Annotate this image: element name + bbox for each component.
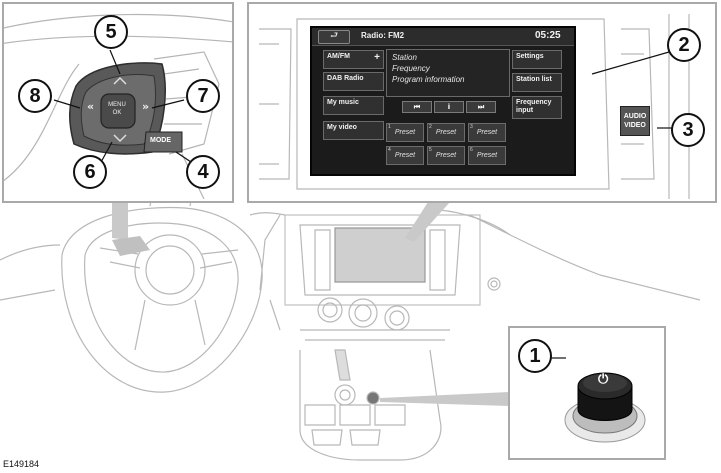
bezel-drawing [259, 14, 690, 199]
power-knob-panel: ⏻ [508, 326, 666, 460]
callout-5: 5 [94, 15, 128, 49]
screen-header [312, 28, 574, 46]
menu-label: MENU [108, 102, 126, 108]
power-knob-drawing [550, 357, 646, 443]
callout-7: 7 [186, 79, 220, 113]
seek-forward-icon: ⏭ [477, 102, 485, 111]
menu-ok-label: MENU OK [94, 101, 140, 117]
preset-label: Preset [394, 129, 416, 136]
preset-number: 5 [429, 147, 432, 153]
preset-number: 2 [429, 124, 432, 130]
preset-label: Preset [476, 129, 498, 136]
seek-back-icon: ⏮ [413, 102, 421, 111]
info-station: Station [392, 53, 417, 62]
steering-controls-drawing [4, 13, 232, 200]
callout-1: 1 [518, 339, 552, 373]
settings-button[interactable]: Settings [512, 50, 562, 69]
info-icon: ⅰ [447, 103, 451, 111]
seek-back-button[interactable]: ⏮ [402, 101, 432, 113]
ok-label: OK [112, 110, 122, 116]
next-arrow-icon[interactable]: » [142, 100, 150, 113]
screen-clock: 05:25 [535, 30, 561, 41]
plus-icon: + [374, 52, 380, 63]
preset-label: Preset [435, 129, 457, 136]
mode-button[interactable]: MODE [150, 137, 171, 144]
preset-label: Preset [476, 152, 498, 159]
callout-2: 2 [667, 28, 701, 62]
source-my-music-button[interactable]: My music [323, 96, 384, 115]
callout-6: 6 [73, 155, 107, 189]
preset-number: 1 [388, 124, 391, 130]
power-icon[interactable]: ⏻ [598, 372, 609, 387]
source-dab-radio-label: DAB Radio [327, 75, 364, 82]
back-button[interactable]: ⮐ [318, 30, 350, 44]
callout-8: 8 [18, 79, 52, 113]
preset-number: 6 [470, 147, 473, 153]
previous-arrow-icon[interactable]: « [87, 100, 95, 113]
frequency-input-label: Frequency input [516, 99, 552, 114]
station-info-box: Station Frequency Program information [386, 49, 510, 97]
screen-title: Radio: FM2 [361, 31, 405, 40]
preset-number: 4 [388, 147, 391, 153]
source-am-fm-button[interactable]: AM/FM + [323, 50, 384, 69]
source-dab-radio-button[interactable]: DAB Radio [323, 72, 384, 91]
info-frequency: Frequency [392, 64, 430, 73]
figure-id: E149184 [3, 459, 40, 469]
station-list-label: Station list [516, 76, 552, 83]
callout-4: 4 [186, 155, 220, 189]
seek-forward-button[interactable]: ⏭ [466, 101, 496, 113]
video-label: VIDEO [624, 122, 646, 129]
info-button[interactable]: ⅰ [434, 101, 464, 113]
callout-3: 3 [671, 113, 705, 147]
audio-label: AUDIO [623, 113, 647, 120]
info-program: Program information [392, 75, 465, 84]
preset-label: Preset [435, 152, 457, 159]
source-my-video-label: My video [327, 124, 357, 131]
source-my-video-button[interactable]: My video [323, 121, 384, 140]
preset-label: Preset [394, 152, 416, 159]
station-list-button[interactable]: Station list [512, 73, 562, 92]
audio-video-button[interactable]: AUDIO VIDEO [620, 106, 650, 136]
source-my-music-label: My music [327, 99, 359, 106]
settings-label: Settings [516, 53, 544, 60]
source-am-fm-label: AM/FM [327, 53, 350, 60]
preset-number: 3 [470, 124, 473, 130]
frequency-input-button[interactable]: Frequency input [512, 96, 562, 119]
